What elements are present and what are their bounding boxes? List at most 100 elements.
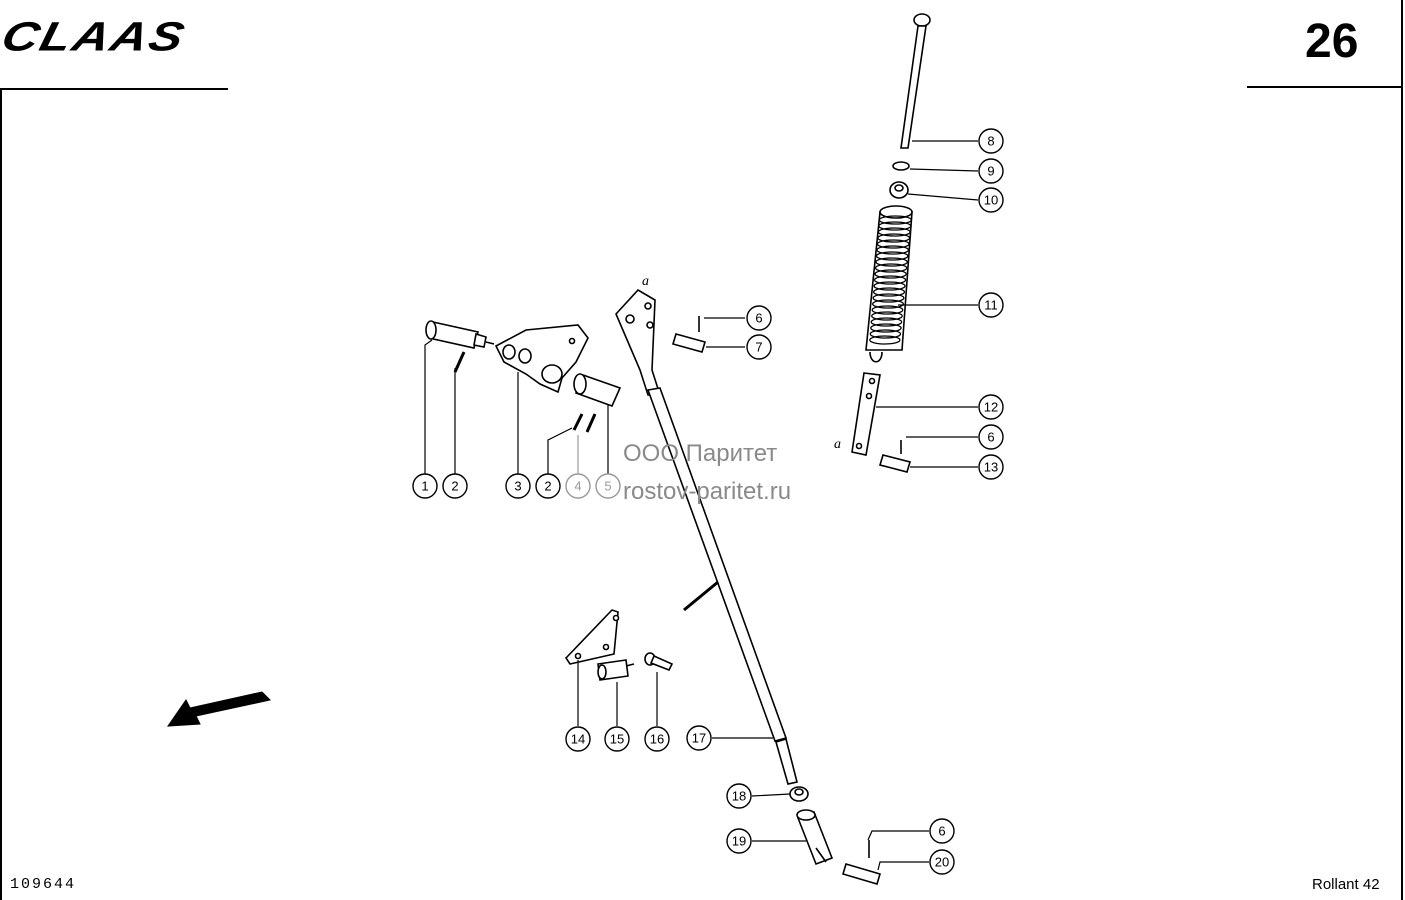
- part-pins-2-4: [572, 413, 597, 433]
- callout-18: 18: [726, 783, 752, 809]
- callout-16: 16: [644, 726, 670, 752]
- callout-4: 4: [565, 473, 591, 499]
- spring-coil: [877, 227, 911, 237]
- svg-text:2: 2: [544, 479, 551, 494]
- svg-text:15: 15: [610, 732, 624, 747]
- callout-14: 14: [565, 726, 591, 752]
- callout-11: 11: [978, 292, 1004, 318]
- part-block-15: [597, 659, 635, 681]
- svg-text:6: 6: [755, 311, 762, 326]
- spring-coil: [871, 311, 903, 321]
- part-bolt-16: [644, 652, 674, 672]
- spring-coil: [871, 305, 904, 315]
- part-bracket-14: [564, 609, 620, 665]
- spring-coil: [874, 263, 908, 273]
- part-clevis-19: [796, 809, 834, 866]
- spring-coil: [878, 221, 912, 231]
- svg-text:12: 12: [984, 400, 998, 415]
- svg-text:19: 19: [732, 834, 746, 849]
- spring-coil: [872, 287, 906, 297]
- spring-coil: [876, 239, 910, 249]
- svg-text:4: 4: [574, 479, 581, 494]
- spring-coil: [875, 257, 908, 267]
- svg-text:1: 1: [421, 479, 428, 494]
- callout-8: 8: [978, 128, 1004, 154]
- spring-coil: [872, 299, 904, 309]
- svg-text:8: 8: [987, 134, 994, 149]
- callout-6a: 6: [746, 305, 772, 331]
- callout-12: 12: [978, 394, 1004, 420]
- part-rod-17: [646, 387, 798, 785]
- svg-text:18: 18: [732, 789, 746, 804]
- svg-text:11: 11: [984, 298, 998, 313]
- frame-right-border: [1401, 0, 1403, 900]
- part-bush-5: [573, 373, 622, 408]
- drawing-number: 109644: [10, 876, 77, 893]
- page-number: 26: [1305, 15, 1359, 68]
- svg-text:6: 6: [938, 824, 945, 839]
- header-rule-left: [0, 88, 228, 90]
- part-nut-10: [889, 181, 909, 199]
- svg-text:9: 9: [987, 164, 994, 179]
- svg-text:17: 17: [692, 731, 706, 746]
- callout-10: 10: [978, 187, 1004, 213]
- svg-text:3: 3: [514, 479, 521, 494]
- spring-coil: [873, 281, 906, 291]
- part-plate-3: [494, 324, 589, 394]
- part-spring-11: [865, 205, 913, 363]
- part-bushing-1: [425, 320, 495, 349]
- callout-13: 13: [978, 454, 1004, 480]
- part-link-12: [851, 372, 881, 456]
- direction-arrow-icon: [167, 691, 272, 727]
- callout-17: 17: [686, 725, 712, 751]
- part-pin-7: [671, 316, 707, 353]
- marker-a-lower: a: [834, 437, 841, 452]
- callout-7: 7: [746, 334, 772, 360]
- spring-coil: [870, 317, 903, 327]
- spring-coil: [869, 329, 902, 339]
- callout-5: 5: [595, 473, 621, 499]
- callout-15: 15: [604, 726, 630, 752]
- callout-2b: 2: [535, 473, 561, 499]
- callout-19: 19: [726, 828, 752, 854]
- part-washer-9: [892, 161, 910, 171]
- callout-3: 3: [505, 473, 531, 499]
- svg-text:10: 10: [984, 193, 998, 208]
- spring-coil: [874, 269, 907, 279]
- spring-coil: [870, 323, 902, 333]
- watermark-website: rostov-paritet.ru: [623, 478, 792, 505]
- part-pin-20: [842, 840, 881, 885]
- svg-text:2: 2: [451, 479, 458, 494]
- watermark-company: ООО Паритет: [623, 440, 778, 467]
- svg-text:13: 13: [984, 460, 998, 475]
- marker-a-upper: a: [642, 274, 649, 289]
- spring-coil: [872, 293, 905, 303]
- callout-2: 2: [442, 473, 468, 499]
- frame-left-border: [0, 88, 2, 900]
- svg-text:16: 16: [650, 732, 664, 747]
- model-name: Rollant 42: [1312, 876, 1380, 893]
- header-rule-right: [1247, 86, 1403, 88]
- svg-text:20: 20: [935, 855, 949, 870]
- callout-1: 1: [412, 473, 438, 499]
- svg-text:7: 7: [755, 340, 762, 355]
- spring-coil: [876, 245, 910, 255]
- callout-6c: 6: [929, 818, 955, 844]
- svg-text:14: 14: [571, 732, 585, 747]
- spring-coil: [875, 251, 909, 261]
- spring-coil: [877, 233, 911, 243]
- spring-coil: [873, 275, 907, 285]
- spring-coil: [878, 215, 912, 225]
- part-pin-13: [878, 440, 912, 473]
- part-rod-8: [900, 13, 931, 149]
- spring-coil: [869, 335, 901, 345]
- callout-6b: 6: [978, 424, 1004, 450]
- part-pin-2: [453, 351, 466, 373]
- callout-9: 9: [978, 158, 1004, 184]
- svg-text:5: 5: [604, 479, 611, 494]
- callout-20: 20: [929, 849, 955, 875]
- part-lever-arm: [615, 288, 662, 396]
- svg-text:6: 6: [987, 430, 994, 445]
